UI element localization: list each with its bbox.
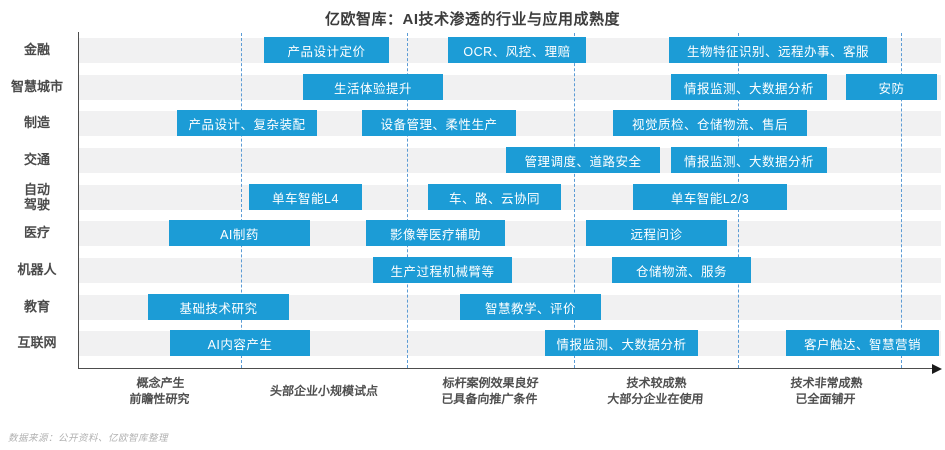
industry-label: 自动 驾驶 — [23, 181, 50, 212]
x-axis-arrow-icon — [932, 364, 942, 374]
application-box: 单车智能L2/3 — [633, 184, 787, 210]
stage-divider-line — [901, 33, 902, 368]
application-box: OCR、风控、理赔 — [448, 37, 586, 63]
stage-label: 技术较成熟 大部分企业在使用 — [606, 375, 704, 406]
industry-label: 医疗 — [23, 225, 50, 241]
application-box: 设备管理、柔性生产 — [362, 110, 516, 136]
stage-label: 技术非常成熟 已全面铺开 — [790, 375, 864, 406]
application-box: AI制药 — [169, 220, 310, 246]
industry-label: 机器人 — [17, 262, 57, 278]
stage-divider-line — [407, 33, 408, 368]
application-box: 管理调度、道路安全 — [506, 147, 660, 173]
industry-label: 智慧城市 — [10, 79, 63, 95]
x-axis-line — [78, 368, 934, 369]
industry-label: 制造 — [23, 115, 50, 131]
application-box: 安防 — [846, 74, 937, 100]
application-box: 客户触达、智慧营销 — [786, 330, 939, 356]
application-box: 生物特征识别、远程办事、客服 — [669, 37, 887, 63]
stage-divider-line — [574, 33, 575, 368]
industry-label: 交通 — [23, 152, 50, 168]
application-box: 车、路、云协同 — [428, 184, 561, 210]
application-box: 情报监测、大数据分析 — [545, 330, 698, 356]
application-box: 远程问诊 — [586, 220, 727, 246]
industry-label: 金融 — [23, 42, 50, 58]
application-box: AI内容产生 — [170, 330, 310, 356]
chart-title: 亿欧智库：AI技术渗透的行业与应用成熟度 — [324, 11, 620, 28]
industry-label: 教育 — [23, 299, 50, 315]
application-box: 单车智能L4 — [249, 184, 362, 210]
source-note: 数据来源：公开资料、亿欧智库整理 — [8, 433, 169, 444]
application-box: 情报监测、大数据分析 — [671, 74, 827, 100]
application-box: 生活体验提升 — [303, 74, 443, 100]
application-box: 情报监测、大数据分析 — [671, 147, 827, 173]
application-box: 视觉质检、仓储物流、售后 — [613, 110, 807, 136]
application-box: 产品设计定价 — [264, 37, 389, 63]
stage-label: 标杆案例效果良好 已具备向推广条件 — [440, 375, 540, 406]
application-box: 仓储物流、服务 — [612, 257, 751, 283]
stage-label: 概念产生 前瞻性研究 — [128, 375, 190, 406]
stage-divider-line — [241, 33, 242, 368]
application-box: 基础技术研究 — [148, 294, 289, 320]
application-box: 生产过程机械臂等 — [373, 257, 512, 283]
stage-label: 头部企业小规模试点 — [269, 383, 379, 398]
application-box: 影像等医疗辅助 — [366, 220, 505, 246]
application-box: 产品设计、复杂装配 — [177, 110, 317, 136]
y-axis-line — [78, 32, 79, 369]
industry-label: 互联网 — [17, 335, 57, 351]
application-box: 智慧教学、评价 — [460, 294, 601, 320]
